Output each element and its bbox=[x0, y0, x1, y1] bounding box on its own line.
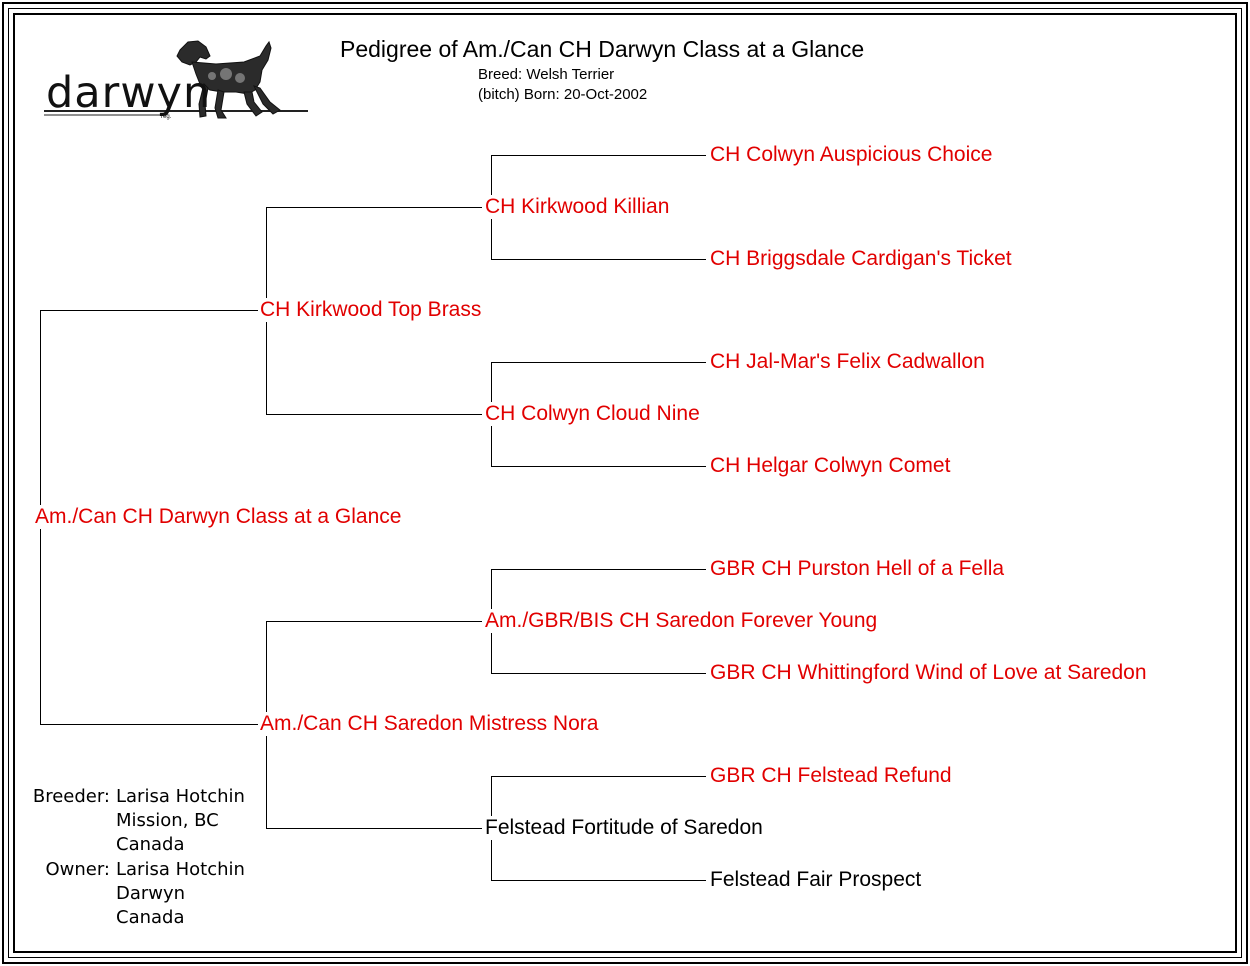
page-title: Pedigree of Am./Can CH Darwyn Class at a… bbox=[340, 36, 865, 62]
breeder-line: Mission, BC bbox=[116, 810, 219, 831]
owner-line: Larisa Hotchin bbox=[116, 859, 245, 880]
dd-sire-name: GBR CH Felstead Refund bbox=[708, 764, 954, 788]
dam-name: Am./Can CH Saredon Mistress Nora bbox=[258, 712, 601, 736]
dd-dam-name: Felstead Fair Prospect bbox=[708, 868, 924, 892]
sire-name: CH Kirkwood Top Brass bbox=[258, 298, 484, 322]
ds-sire-name: GBR CH Purston Hell of a Fella bbox=[708, 557, 1007, 581]
dam-sire-name: Am./GBR/BIS CH Saredon Forever Young bbox=[483, 609, 880, 633]
connector bbox=[491, 155, 706, 156]
logo-reg-mark: reg. bbox=[161, 114, 172, 120]
ds-dam-name: GBR CH Whittingford Wind of Love at Sare… bbox=[708, 661, 1149, 685]
logo-wordmark: darwyn bbox=[46, 68, 212, 118]
breeder-line: Canada bbox=[116, 834, 185, 855]
connector bbox=[266, 207, 482, 208]
connector bbox=[266, 828, 482, 829]
connector bbox=[491, 259, 706, 260]
breed-line: Breed: Welsh Terrier bbox=[478, 66, 615, 83]
terrier-dog-icon bbox=[44, 40, 308, 119]
sire-dam-name: CH Colwyn Cloud Nine bbox=[483, 402, 702, 426]
sd-sire-name: CH Jal-Mar's Felix Cadwallon bbox=[708, 350, 987, 374]
sd-dam-name: CH Helgar Colwyn Comet bbox=[708, 454, 953, 478]
sire-sire-name: CH Kirkwood Killian bbox=[483, 195, 672, 219]
sex-born-line: (bitch) Born: 20-Oct-2002 bbox=[478, 86, 648, 103]
owner-label: Owner: bbox=[45, 859, 110, 880]
connector bbox=[491, 466, 706, 467]
connector bbox=[491, 569, 706, 570]
connector bbox=[40, 310, 258, 311]
owner-line: Canada bbox=[116, 907, 185, 928]
connector bbox=[266, 621, 482, 622]
ss-sire-name: CH Colwyn Auspicious Choice bbox=[708, 143, 995, 167]
breeder-label: Breeder: bbox=[32, 786, 110, 807]
ss-dam-name: CH Briggsdale Cardigan's Ticket bbox=[708, 247, 1014, 271]
darwyn-logo: darwyn reg. bbox=[40, 38, 315, 128]
connector bbox=[491, 880, 706, 881]
connector bbox=[40, 724, 258, 725]
owner-line: Darwyn bbox=[116, 883, 186, 904]
breeder-line: Larisa Hotchin bbox=[116, 786, 245, 807]
connector bbox=[491, 673, 706, 674]
inner-border bbox=[13, 13, 1237, 953]
dam-dam-name: Felstead Fortitude of Saredon bbox=[483, 816, 765, 840]
middle-border bbox=[8, 8, 1242, 958]
connector bbox=[266, 414, 482, 415]
connector bbox=[491, 776, 706, 777]
connector bbox=[491, 362, 706, 363]
subject-name: Am./Can CH Darwyn Class at a Glance bbox=[33, 505, 404, 529]
